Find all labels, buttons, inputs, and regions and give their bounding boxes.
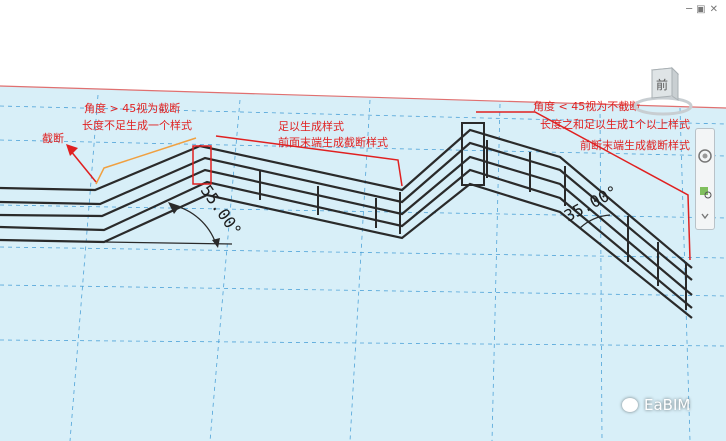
view-plane bbox=[0, 86, 726, 441]
view-cube-front[interactable] bbox=[651, 67, 673, 99]
view-cube-compass-ring[interactable] bbox=[633, 96, 693, 116]
view-cube-side[interactable] bbox=[671, 66, 679, 101]
annotation-cut-off: 截断 bbox=[42, 132, 64, 145]
railing-rail-4 bbox=[0, 168, 693, 309]
angle-arrow-left bbox=[168, 202, 180, 214]
annotation-angle-lt-45: 角度 < 45视为不截断 bbox=[533, 100, 641, 113]
horizon-line bbox=[0, 85, 726, 109]
railing-top-rail bbox=[0, 128, 693, 269]
railing-rail-2 bbox=[0, 141, 693, 281]
annotation-enough-for-pattern: 足以生成样式 bbox=[278, 120, 344, 133]
angle-arrow-left-end bbox=[212, 238, 220, 248]
steering-wheel-icon[interactable] bbox=[698, 149, 712, 163]
balusters bbox=[259, 140, 687, 310]
watermark-text: EaBIM bbox=[644, 396, 691, 414]
length-bracket bbox=[95, 137, 197, 185]
zoom-icon[interactable] bbox=[698, 185, 712, 199]
restore-icon[interactable]: ▣ bbox=[696, 4, 708, 15]
close-icon[interactable]: ✕ bbox=[709, 4, 720, 15]
cut-arrow-head bbox=[66, 144, 78, 156]
cut-highlight-middle bbox=[461, 122, 485, 186]
navigation-bar[interactable] bbox=[695, 128, 715, 230]
annotation-length-insufficient: 长度不足生成一个样式 bbox=[82, 119, 192, 132]
wechat-icon bbox=[622, 398, 638, 412]
watermark: EaBIM bbox=[622, 396, 690, 414]
chevron-down-icon[interactable] bbox=[698, 209, 712, 223]
minimize-icon[interactable]: ─ bbox=[686, 4, 695, 15]
annotation-angle-gt-45: 角度 > 45视为截断 bbox=[84, 102, 181, 115]
cut-highlight-left bbox=[192, 145, 212, 185]
railing-rail-3 bbox=[0, 155, 693, 296]
annotation-front-cut-pattern: 前断末端生成截断样式 bbox=[580, 139, 690, 152]
annotation-lines bbox=[69, 111, 691, 261]
window-controls: ─▣✕ bbox=[684, 4, 720, 15]
view-cube-face-label: 前 bbox=[656, 77, 668, 92]
annotation-length-sum-enough: 长度之和足以生成1个以上样式 bbox=[540, 118, 690, 131]
view-cube[interactable]: 前 bbox=[632, 66, 694, 118]
annotation-front-end-cut-pattern: 前面末端生成截断样式 bbox=[278, 136, 388, 149]
